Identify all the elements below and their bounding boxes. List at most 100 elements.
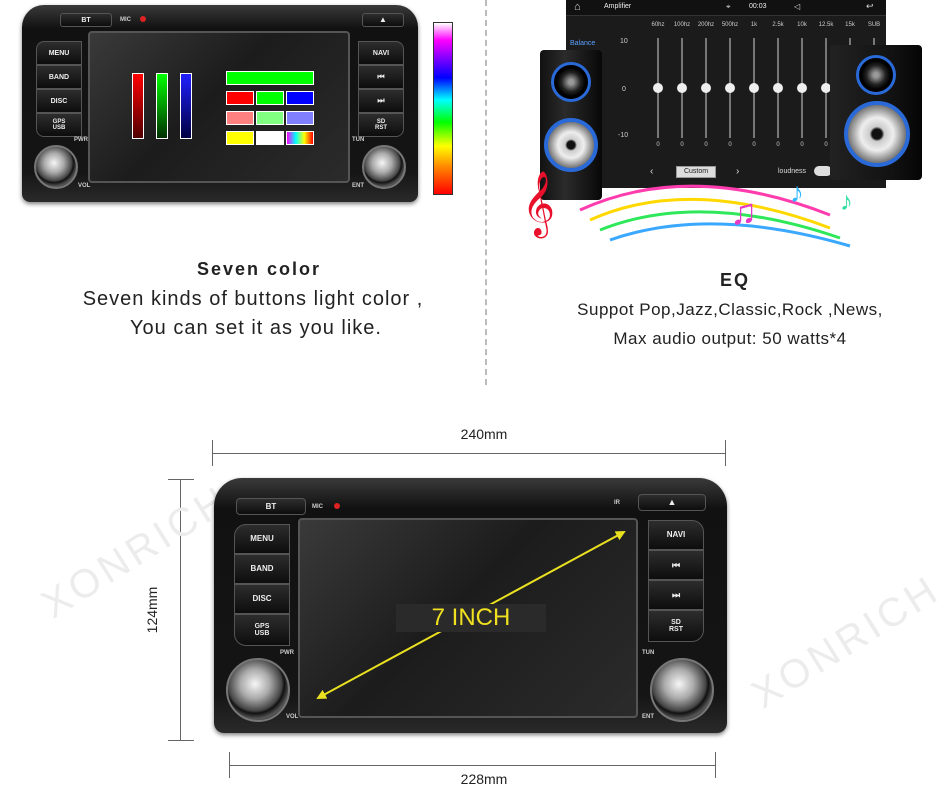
head-unit-bottom: BT MIC IR ▲ MENU BAND DISC GPS USB NAVI … xyxy=(214,478,727,733)
home-icon[interactable]: ⌂ xyxy=(574,1,581,13)
next-preset-icon[interactable]: › xyxy=(736,166,740,177)
disc-button[interactable]: DISC xyxy=(36,89,82,113)
height-left-label: 124mm xyxy=(144,586,160,634)
eq-line2: Max audio output: 50 watts*4 xyxy=(613,329,847,348)
note-icon: ♫ xyxy=(730,191,757,232)
app-title: Amplifier xyxy=(604,3,632,10)
band-button[interactable]: BAND xyxy=(234,554,290,584)
eq-slider-handle[interactable] xyxy=(653,83,663,93)
width-top-line xyxy=(212,453,725,454)
treble-clef-icon: 𝄞 xyxy=(522,171,555,238)
gps-usb-button[interactable]: GPS USB xyxy=(36,113,82,137)
prev-track-button[interactable]: ⏮ xyxy=(648,550,704,580)
preset-button[interactable]: Custom xyxy=(676,166,716,178)
seven-color-line2: You can set it as you like. xyxy=(130,317,382,339)
screen-display xyxy=(88,31,350,183)
eq-title: EQ xyxy=(719,270,750,290)
color-swatch[interactable] xyxy=(226,91,254,105)
prev-track-button[interactable]: ⏮ xyxy=(358,65,404,89)
eq-slider-handle[interactable] xyxy=(725,83,735,93)
next-track-button[interactable]: ⏭ xyxy=(358,89,404,113)
navi-button[interactable]: NAVI xyxy=(648,520,704,550)
width-top-tick-right xyxy=(725,440,726,466)
color-swatch[interactable] xyxy=(286,111,314,125)
vol-label: VOL xyxy=(286,714,299,720)
sd-rst-button[interactable]: SD RST xyxy=(358,113,404,137)
tweeter xyxy=(856,55,896,95)
volume-icon[interactable]: ◁ xyxy=(794,2,801,11)
navi-button[interactable]: NAVI xyxy=(358,41,404,65)
band-button[interactable]: BAND xyxy=(36,65,82,89)
height-line xyxy=(180,479,181,740)
volume-knob[interactable] xyxy=(226,658,290,722)
eq-band-label: 15k xyxy=(845,22,855,28)
eq-slider-handle[interactable] xyxy=(821,83,831,93)
eq-slider-handle[interactable] xyxy=(701,83,711,93)
eq-scale-mid: 0 xyxy=(622,86,626,93)
back-icon[interactable]: ↩ xyxy=(866,1,874,11)
eq-band-label: 12.5k xyxy=(818,22,834,28)
sd-label: SD xyxy=(376,119,386,125)
vol-label: VOL xyxy=(78,183,91,189)
tune-knob[interactable] xyxy=(650,658,714,722)
blue-slider xyxy=(180,73,192,139)
eject-button[interactable]: ▲ xyxy=(362,13,404,27)
screen-display: 7 INCH xyxy=(298,518,638,718)
mic-label: MIC xyxy=(120,17,131,23)
watermark: XONRICH xyxy=(34,477,238,628)
width-top-tick-left xyxy=(212,440,213,466)
loudness-toggle[interactable] xyxy=(814,166,832,176)
height-tick-top xyxy=(168,479,194,480)
menu-button[interactable]: MENU xyxy=(234,524,290,554)
loudness-label: loudness xyxy=(778,168,807,175)
ent-label: ENT xyxy=(352,183,364,189)
seven-color-title: Seven color xyxy=(196,259,322,279)
tune-knob[interactable] xyxy=(362,145,406,189)
color-swatch-wide[interactable] xyxy=(226,71,314,85)
volume-knob[interactable] xyxy=(34,145,78,189)
tun-label: TUN xyxy=(642,650,655,656)
color-swatch[interactable] xyxy=(226,111,254,125)
mic-label: MIC xyxy=(312,504,323,510)
next-track-button[interactable]: ⏭ xyxy=(648,580,704,610)
gps-usb-button[interactable]: GPS USB xyxy=(234,614,290,646)
eq-band-label: 500hz xyxy=(721,22,739,28)
eq-band-value: 0 xyxy=(656,142,660,148)
eq-slider-handle[interactable] xyxy=(773,83,783,93)
eq-band-label: 100hz xyxy=(673,22,691,28)
width-bottom-line xyxy=(229,765,715,766)
status-bar: ⌂ Amplifier ⌖ 00:03 ◁ ↩ xyxy=(566,0,886,16)
eq-slider-handle[interactable] xyxy=(677,83,687,93)
note-icon: ♪ xyxy=(790,177,804,208)
pwr-label: PWR xyxy=(280,650,294,656)
eq-band-value: 0 xyxy=(728,142,732,148)
color-spectrum-bar xyxy=(433,22,453,195)
prev-preset-icon[interactable]: ‹ xyxy=(650,166,654,177)
color-swatch-rainbow[interactable] xyxy=(286,131,314,145)
clock: 00:03 xyxy=(749,3,767,10)
menu-button[interactable]: MENU xyxy=(36,41,82,65)
ent-label: ENT xyxy=(642,714,654,720)
eq-band-value: 0 xyxy=(704,142,708,148)
pwr-label: PWR xyxy=(74,137,88,143)
color-swatch[interactable] xyxy=(226,131,254,145)
ir-label: IR xyxy=(614,500,620,506)
color-swatch[interactable] xyxy=(256,111,284,125)
bt-button[interactable]: BT xyxy=(60,13,112,27)
gps-label: GPS xyxy=(254,623,270,630)
disc-button[interactable]: DISC xyxy=(234,584,290,614)
vertical-divider xyxy=(485,0,487,385)
eq-slider-handle[interactable] xyxy=(797,83,807,93)
eject-button[interactable]: ▲ xyxy=(638,494,706,511)
width-bottom-tick-right xyxy=(715,752,716,778)
music-notes-graphic: 𝄞 ♫ ♪ ♪ xyxy=(522,171,853,248)
usb-label: USB xyxy=(52,125,66,131)
color-swatch[interactable] xyxy=(286,91,314,105)
bt-button[interactable]: BT xyxy=(236,498,306,515)
eq-slider-handle[interactable] xyxy=(749,83,759,93)
sd-rst-button[interactable]: SD RST xyxy=(648,610,704,642)
color-swatch[interactable] xyxy=(256,131,284,145)
woofer xyxy=(844,101,910,167)
eq-band-value: 0 xyxy=(776,142,780,148)
color-swatch[interactable] xyxy=(256,91,284,105)
